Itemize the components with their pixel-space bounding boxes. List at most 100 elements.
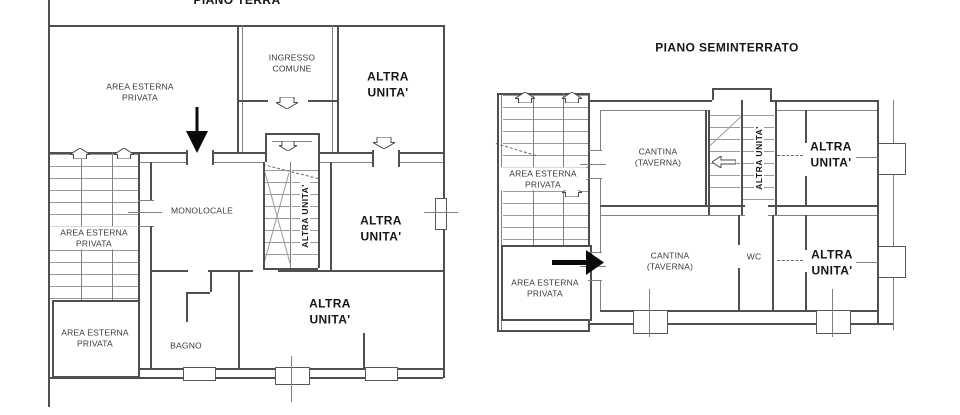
wall-line	[396, 377, 443, 379]
room-label-area-esterna-privata: AREA ESTERNA PRIVATA	[511, 277, 579, 298]
wall-line	[214, 377, 275, 379]
wall-line	[308, 377, 365, 379]
wall-line	[877, 100, 879, 323]
window-tick	[291, 356, 292, 402]
window-tick	[856, 262, 896, 263]
wall-line	[48, 25, 444, 27]
outline-up-arrow-icon	[70, 148, 90, 159]
wall-line	[600, 215, 745, 216]
room-label-altra-unita-stair: ALTRA UNITA'	[754, 124, 764, 192]
wall-line	[600, 280, 601, 310]
wall-line	[242, 25, 243, 152]
room-label-cantina-taverna: CANTINA (TAVERNA)	[646, 250, 694, 271]
door-jamb	[138, 200, 154, 201]
wall-line	[588, 93, 590, 330]
wall-line	[805, 215, 807, 250]
door-jamb	[398, 150, 400, 167]
outline-up-arrow-icon	[114, 148, 134, 159]
wall-line	[263, 162, 265, 268]
wall-line	[318, 133, 320, 162]
wall-line	[497, 93, 588, 95]
wall-line	[738, 268, 740, 310]
wall-line	[150, 226, 152, 368]
door-jamb	[138, 226, 154, 227]
door-jamb	[588, 252, 602, 253]
wall-line	[705, 110, 707, 205]
wall-line	[208, 270, 253, 272]
window	[183, 367, 216, 381]
window	[878, 143, 906, 175]
wall-line	[600, 110, 708, 111]
wall-line	[237, 25, 239, 152]
wall-line	[332, 25, 333, 152]
wall-line	[666, 310, 816, 312]
wall-line	[738, 215, 740, 245]
wall-line	[48, 0, 50, 407]
dashed-opening-line	[777, 155, 803, 156]
area-boundary	[501, 245, 592, 321]
door-jamb	[588, 150, 602, 151]
window-tick	[128, 212, 162, 213]
wall-line	[893, 100, 894, 330]
wall-line	[318, 152, 372, 154]
wall-line	[849, 323, 893, 325]
wall-line	[768, 205, 877, 207]
wall-line	[265, 133, 267, 162]
wall-line	[138, 152, 140, 378]
wall-line	[210, 270, 212, 292]
wall-line	[741, 100, 743, 215]
window-tick	[856, 157, 896, 158]
room-label-area-esterna-privata: AREA ESTERNA PRIVATA	[50, 226, 138, 250]
wall-line	[588, 100, 712, 102]
wall-line	[140, 162, 186, 163]
wall-line	[775, 100, 777, 215]
wall-line	[588, 323, 633, 325]
wall-line	[330, 162, 332, 270]
wall-line	[214, 368, 275, 370]
wall-line	[212, 162, 263, 163]
room-label-altra-unita: ALTRA UNITA'	[360, 213, 402, 243]
outline-up-arrow-icon	[562, 92, 582, 103]
area-boundary	[52, 300, 140, 378]
room-label-area-esterna-privata: AREA ESTERNA PRIVATA	[106, 81, 174, 102]
wall-line	[805, 110, 807, 143]
door-jamb	[588, 280, 602, 281]
wall-line	[805, 272, 807, 310]
wall-line	[600, 110, 601, 150]
wall-line	[265, 133, 318, 135]
wall-line	[112, 152, 113, 300]
wall-line	[150, 162, 152, 200]
wall-line	[308, 368, 365, 370]
wall-line	[849, 310, 877, 312]
room-label-area-esterna-privata: AREA ESTERNA PRIVATA	[61, 327, 129, 348]
window	[878, 246, 906, 278]
window	[816, 310, 851, 334]
wall-line	[263, 268, 318, 270]
wall-line	[48, 377, 183, 379]
stair-hatch	[709, 115, 740, 190]
wall-line	[712, 88, 714, 100]
wall-line	[396, 368, 443, 370]
black-right-arrow-icon	[552, 250, 604, 275]
room-label-area-esterna-privata: AREA ESTERNA PRIVATA	[500, 167, 586, 191]
wall-line	[140, 368, 183, 370]
wall-line	[772, 215, 774, 310]
wall-line	[212, 152, 265, 154]
wall-line	[770, 88, 772, 100]
room-label-ingresso-comune: INGRESSO COMUNE	[268, 52, 316, 73]
wall-line	[318, 162, 320, 268]
room-label-altra-unita: ALTRA UNITA'	[309, 296, 351, 326]
window	[633, 310, 668, 334]
door-jamb	[588, 178, 602, 179]
dashed-opening-line	[777, 260, 803, 261]
room-label-altra-unita: ALTRA UNITA'	[810, 139, 852, 169]
wall-line	[278, 270, 443, 272]
wall-line	[237, 100, 268, 102]
wall-line	[238, 270, 240, 368]
room-label-altra-unita: ALTRA UNITA'	[811, 247, 853, 277]
wall-line	[290, 162, 291, 268]
outline-down-arrow-icon	[279, 141, 297, 151]
room-label-monolocale: MONOLOCALE	[171, 205, 233, 216]
window-tick	[832, 289, 833, 337]
black-down-arrow-icon	[186, 107, 208, 153]
